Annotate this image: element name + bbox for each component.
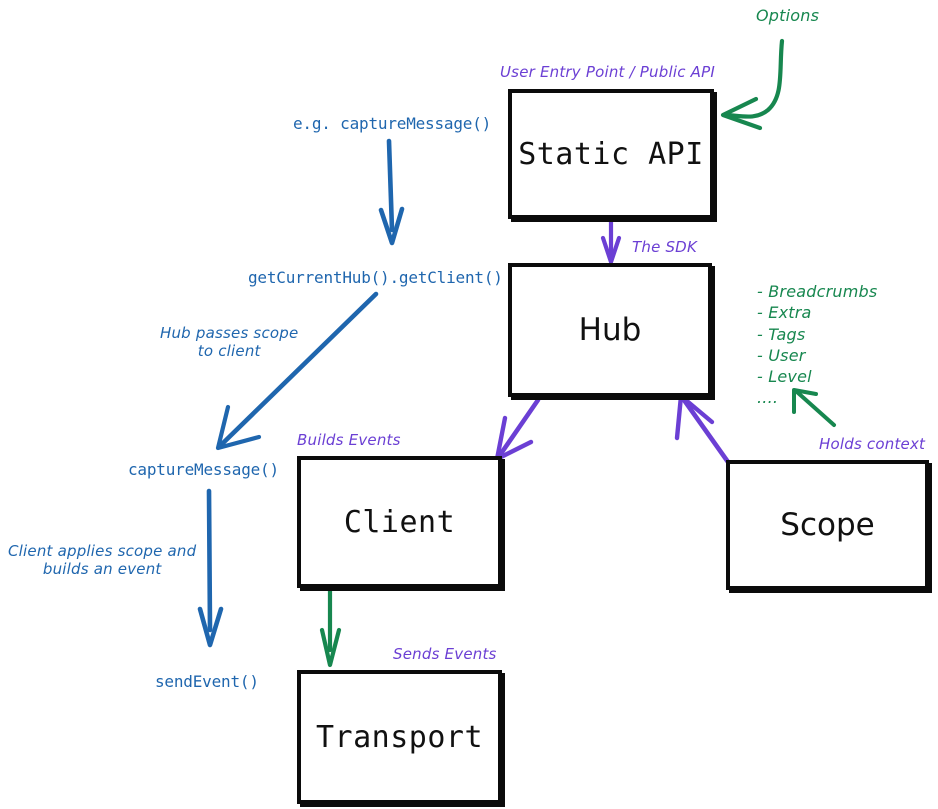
annotation-client-applies-scope: Client applies scope and builds an event [8, 542, 197, 578]
node-client-label: Client [343, 504, 456, 540]
annotation-hub-passes-scope-line1: Hub passes scope [160, 324, 299, 342]
annotation-eg-capture-message: e.g. captureMessage() [293, 114, 492, 133]
annotation-holds-context: Holds context [819, 435, 926, 453]
edge-eg-capture-message-down [378, 138, 405, 246]
context-list: - Breadcrumbs - Extra - Tags - User - Le… [757, 281, 877, 409]
annotation-sends-events: Sends Events [393, 645, 497, 663]
node-client[interactable]: Client [297, 456, 502, 588]
context-list-item-user: - User [757, 345, 806, 365]
context-list-item-level: - Level [757, 367, 812, 387]
node-scope[interactable]: Scope [726, 460, 929, 590]
context-list-item-breadcrumbs: - Breadcrumbs [757, 282, 878, 301]
annotation-the-sdk: The SDK [632, 238, 697, 256]
edge-client-to-transport [319, 587, 342, 668]
annotation-capture-message: captureMessage() [128, 460, 279, 479]
edge-get-client-to-capture-message [215, 291, 379, 451]
context-list-item-ellipsis: .... [757, 388, 779, 408]
node-transport[interactable]: Transport [297, 670, 502, 804]
context-list-item-tags: - Tags [757, 324, 806, 344]
node-scope-label: Scope [780, 507, 875, 543]
context-list-item-extra: - Extra [757, 303, 812, 323]
edge-hub-to-client [494, 397, 541, 462]
annotation-builds-events: Builds Events [297, 431, 401, 449]
annotation-user-entry-point: User Entry Point / Public API [500, 63, 715, 81]
edge-options-to-static-api [720, 38, 785, 131]
annotation-send-event: sendEvent() [155, 672, 259, 691]
annotation-hub-passes-scope-line2: to client [197, 341, 261, 360]
annotation-hub-passes-scope: Hub passes scope to client [160, 324, 299, 360]
node-static-api[interactable]: Static API [508, 89, 714, 219]
edge-scope-to-hub [674, 393, 731, 465]
annotation-client-applies-scope-line2: builds an event [42, 559, 162, 578]
node-transport-label: Transport [315, 719, 484, 755]
edge-static-api-to-hub [600, 217, 622, 265]
annotation-get-current-hub: getCurrentHub().getClient() [248, 268, 503, 287]
annotation-options: Options [756, 6, 820, 25]
node-hub-label: Hub [578, 312, 642, 348]
node-static-api-label: Static API [518, 136, 704, 172]
annotation-client-applies-scope-line1: Client applies scope and [8, 542, 197, 560]
edge-capture-message-to-send-event [197, 488, 224, 648]
node-hub[interactable]: Hub [508, 263, 712, 397]
